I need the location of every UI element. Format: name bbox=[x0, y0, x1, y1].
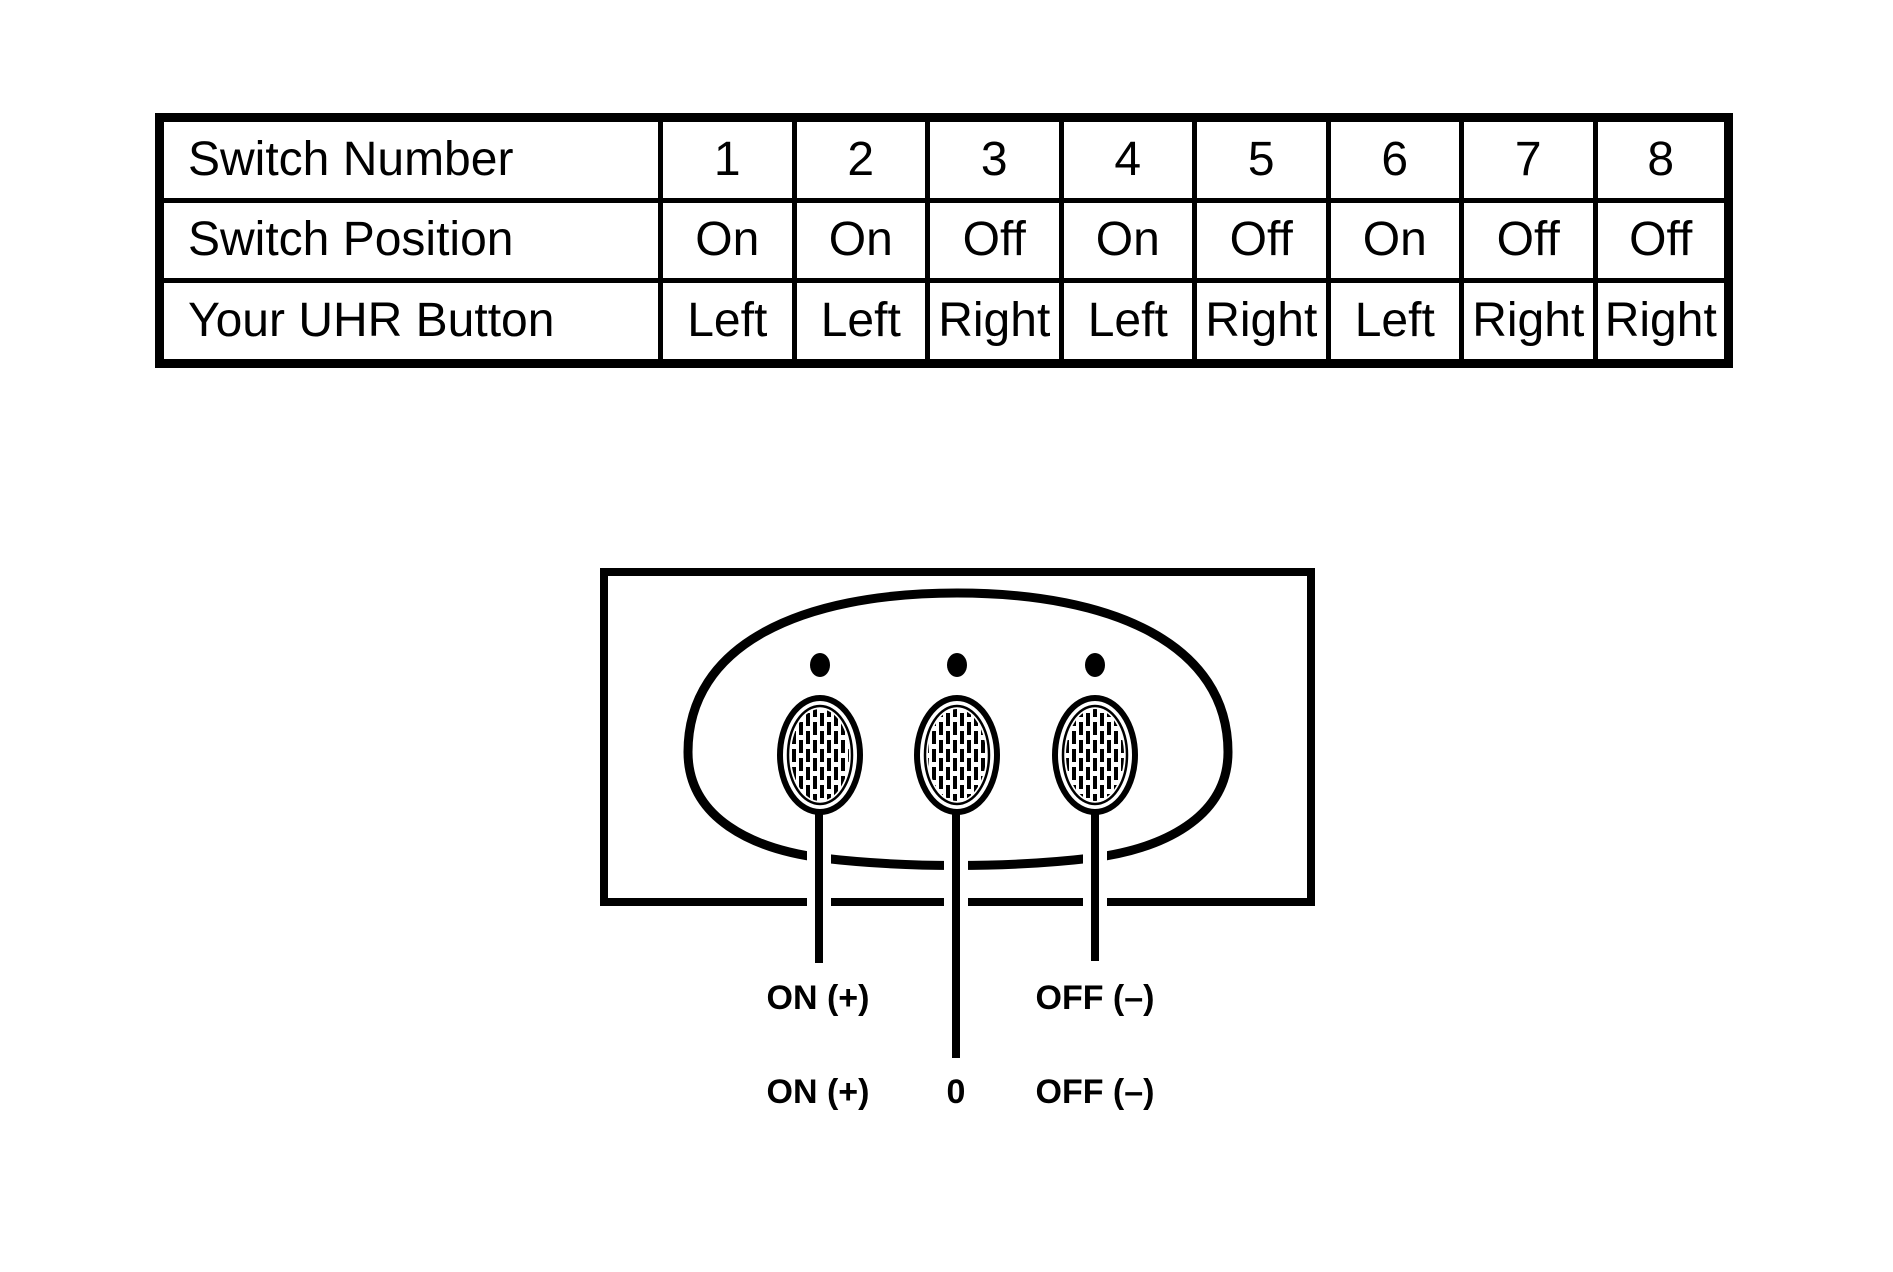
row-label-uhr-button: Your UHR Button bbox=[157, 277, 663, 367]
pointer-lines bbox=[807, 800, 1107, 1058]
table-cell: 6 bbox=[1325, 115, 1464, 203]
table-cell: Left bbox=[1058, 277, 1197, 367]
hatched-button-icon bbox=[1066, 709, 1124, 801]
remote-button-right bbox=[1052, 695, 1138, 815]
table-cell: 4 bbox=[1058, 115, 1197, 203]
row-label-switch-number: Switch Number bbox=[157, 115, 663, 203]
led-dot-center-icon bbox=[947, 653, 967, 677]
led-dot-right-icon bbox=[1085, 653, 1105, 677]
remote-button-center bbox=[914, 695, 1000, 815]
table-cell: On bbox=[658, 198, 797, 283]
table-row-switch-number: Switch Number 1 2 3 4 5 6 7 8 bbox=[157, 115, 1731, 203]
table-cell: 3 bbox=[925, 115, 1064, 203]
table-cell: Off bbox=[1459, 198, 1598, 283]
table-cell: 5 bbox=[1192, 115, 1331, 203]
label-zero: 0 bbox=[947, 1073, 966, 1111]
label-off-top: OFF (–) bbox=[1036, 979, 1155, 1017]
table-cell: 8 bbox=[1592, 115, 1731, 203]
row-label-switch-position: Switch Position bbox=[157, 198, 663, 283]
table-cell: 1 bbox=[658, 115, 797, 203]
table-cell: Right bbox=[925, 277, 1064, 367]
table-cell: 2 bbox=[791, 115, 930, 203]
label-on-top: ON (+) bbox=[767, 979, 870, 1017]
table-row-switch-position: Switch Position On On Off On Off On Off … bbox=[157, 198, 1731, 283]
table-cell: Left bbox=[658, 277, 797, 367]
remote-button-left bbox=[777, 695, 863, 815]
table-cell: Left bbox=[791, 277, 930, 367]
table-cell: 7 bbox=[1459, 115, 1598, 203]
table-cell: Right bbox=[1459, 277, 1598, 367]
table-cell: Right bbox=[1192, 277, 1331, 367]
label-off-bottom: OFF (–) bbox=[1036, 1073, 1155, 1111]
led-dot-left-icon bbox=[810, 653, 830, 677]
table-cell: Left bbox=[1325, 277, 1464, 367]
table-cell: On bbox=[1058, 198, 1197, 283]
table-cell: Right bbox=[1592, 277, 1731, 367]
table-cell: Off bbox=[1192, 198, 1331, 283]
table-cell: On bbox=[1325, 198, 1464, 283]
hatched-button-icon bbox=[791, 709, 849, 801]
table-cell: On bbox=[791, 198, 930, 283]
hatched-button-icon bbox=[928, 709, 986, 801]
table-cell: Off bbox=[925, 198, 1064, 283]
table-cell: Off bbox=[1592, 198, 1731, 283]
dip-switch-table: Switch Number 1 2 3 4 5 6 7 8 Switch Pos… bbox=[155, 113, 1733, 368]
label-on-bottom: ON (+) bbox=[767, 1073, 870, 1111]
table-row-uhr-button: Your UHR Button Left Left Right Left Rig… bbox=[157, 277, 1731, 367]
